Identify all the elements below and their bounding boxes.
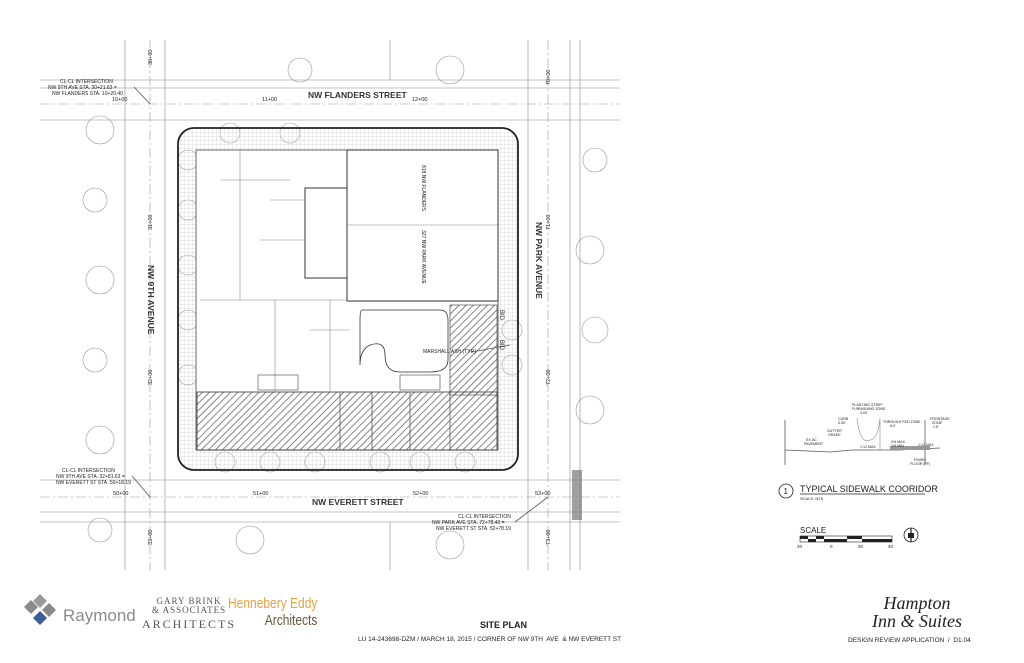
hampton-inn-logo: Hampton Inn & Suites [872,593,962,631]
parcel-label: 327 NW PARK AVENUE [420,230,426,285]
svg-text:1:12 MAX: 1:12 MAX [918,443,934,447]
svg-text:FLOOR (FF): FLOOR (FF) [910,462,930,466]
svg-text:33+00: 33+00 [148,530,154,545]
svg-text:20: 20 [797,544,803,549]
detail-title-block: 1 TYPICAL SIDEWALK COORIDOR SCALE: NTS [778,483,938,501]
tree-note: MARSHALL ASH (TYP.) [423,349,477,355]
sidewalk-section-detail: PLANTING STRIP/ FURNISHING ZONE 4.00' CU… [784,403,950,466]
detail-number: 1 [784,487,789,496]
svg-text:31+00: 31+00 [148,215,154,230]
street-label-east: NW PARK AVENUE [534,222,544,299]
svg-text:10+00: 10+00 [112,97,127,103]
svg-text:73+00: 73+00 [546,530,552,545]
north-arrow-icon [903,527,919,543]
svg-text:FINISH: FINISH [914,458,926,462]
graphic-scale: SCALE 20 0 20 40 [797,526,919,549]
svg-text:72+00: 72+00 [546,370,552,385]
svg-text:NW PARK AVE STA. 72+78.40 =: NW PARK AVE STA. 72+78.40 = [432,520,505,526]
street-label-south: NW EVERETT STREET [312,497,404,507]
svg-text:2% MAX: 2% MAX [891,440,906,444]
svg-text:GUTTER: GUTTER [827,429,842,433]
svg-text:CL-CL INTERSECTION: CL-CL INTERSECTION [60,79,113,85]
svg-text:NW EVERETT ST STA. 52+78.19: NW EVERETT ST STA. 52+78.19 [436,526,511,532]
detail-title: TYPICAL SIDEWALK COORIDOR [800,484,938,494]
bid-label: BID [498,310,504,321]
hennebery-eddy-logo: Hennebery Eddy Architects [228,595,318,629]
sheet-number: DESIGN REVIEW APPLICATION / D1.04 [848,637,971,644]
svg-text:0.50': 0.50' [838,421,846,425]
svg-text:NW FLANDERS STA. 10+20.40: NW FLANDERS STA. 10+20.40 [52,91,123,97]
street-lines [40,40,620,570]
svg-text:50+00: 50+00 [113,491,128,497]
svg-text:SCALE: SCALE [800,526,826,535]
svg-text:52+00: 52+00 [413,491,428,497]
svg-text:51+00: 51+00 [253,491,268,497]
svg-text:0: 0 [830,544,833,549]
detail-scale: SCALE: NTS [800,496,824,501]
svg-text:1:12 MAX: 1:12 MAX [860,445,876,449]
svg-text:12+00: 12+00 [412,97,427,103]
svg-text:CL-CL INTERSECTION: CL-CL INTERSECTION [458,514,511,520]
svg-text:PLANTING STRIP/: PLANTING STRIP/ [852,403,883,407]
intersection-callout-se: CL-CL INTERSECTION NW PARK AVE STA. 72+7… [432,496,549,532]
site-plan-drawing: NW FLANDERS STREET NW EVERETT STREET NW … [40,40,950,570]
svg-text:30+00: 30+00 [148,50,154,65]
svg-text:11+00: 11+00 [262,97,277,103]
svg-text:FRONTAGE: FRONTAGE [930,417,950,421]
svg-text:71+00: 71+00 [546,215,552,230]
svg-text:CURB: CURB [838,417,849,421]
bid-label: BID [498,340,504,351]
svg-text:70+00: 70+00 [546,70,552,85]
svg-text:40: 40 [888,544,894,549]
svg-text:EX AC: EX AC [806,438,817,442]
street-label-west: NW 9TH AVENUE [146,265,156,335]
building-footprint [177,127,519,471]
svg-text:1.5': 1.5' [933,425,939,429]
svg-text:ZONE: ZONE [932,421,943,425]
svg-text:GRADE: GRADE [828,433,841,437]
svg-text:CL-CL INTERSECTION: CL-CL INTERSECTION [62,468,115,474]
svg-text:53+00: 53+00 [535,491,550,497]
gary-brink-logo: GARY BRINK & ASSOCIATES ARCHITECTS [142,596,237,631]
svg-text:1% MIN: 1% MIN [891,444,904,448]
sheet-subtitle: LU 14-243698-DZM / MARCH 18, 2015 / CORN… [358,636,622,643]
svg-text:THROUGH PED ZONE: THROUGH PED ZONE [883,420,921,424]
station-labels: 10+00 11+00 12+00 50+00 51+00 52+00 53+0… [112,50,552,545]
parcel-label: 818 NW FLANDERS [420,165,426,212]
raymond-logo-icon [24,594,56,625]
svg-text:6.0': 6.0' [890,424,896,428]
sheet-title: SITE PLAN [480,620,528,630]
svg-text:32+00: 32+00 [148,370,154,385]
svg-text:NW 9TH AVE STA. 32+81.63 =: NW 9TH AVE STA. 32+81.63 = [56,474,125,480]
intersection-callout-sw: CL-CL INTERSECTION NW 9TH AVE STA. 32+81… [56,468,151,498]
intersection-callout-nw: CL-CL INTERSECTION NW 9TH AVE STA. 30+21… [48,79,151,105]
svg-text:NW 9TH AVE STA. 30+21.63 =: NW 9TH AVE STA. 30+21.63 = [48,85,117,91]
svg-text:FURNISHING ZONE: FURNISHING ZONE [852,407,886,411]
street-label-north: NW FLANDERS STREET [308,90,408,100]
svg-text:NW EVERETT ST STA. 50+18.19: NW EVERETT ST STA. 50+18.19 [56,480,131,486]
raymond-logo: Raymond [63,606,136,625]
title-block-footer: Raymond GARY BRINK & ASSOCIATES ARCHITEC… [0,590,1024,663]
svg-text:4.00': 4.00' [860,411,868,415]
svg-text:PAVEMENT: PAVEMENT [804,442,824,446]
svg-text:20: 20 [858,544,864,549]
